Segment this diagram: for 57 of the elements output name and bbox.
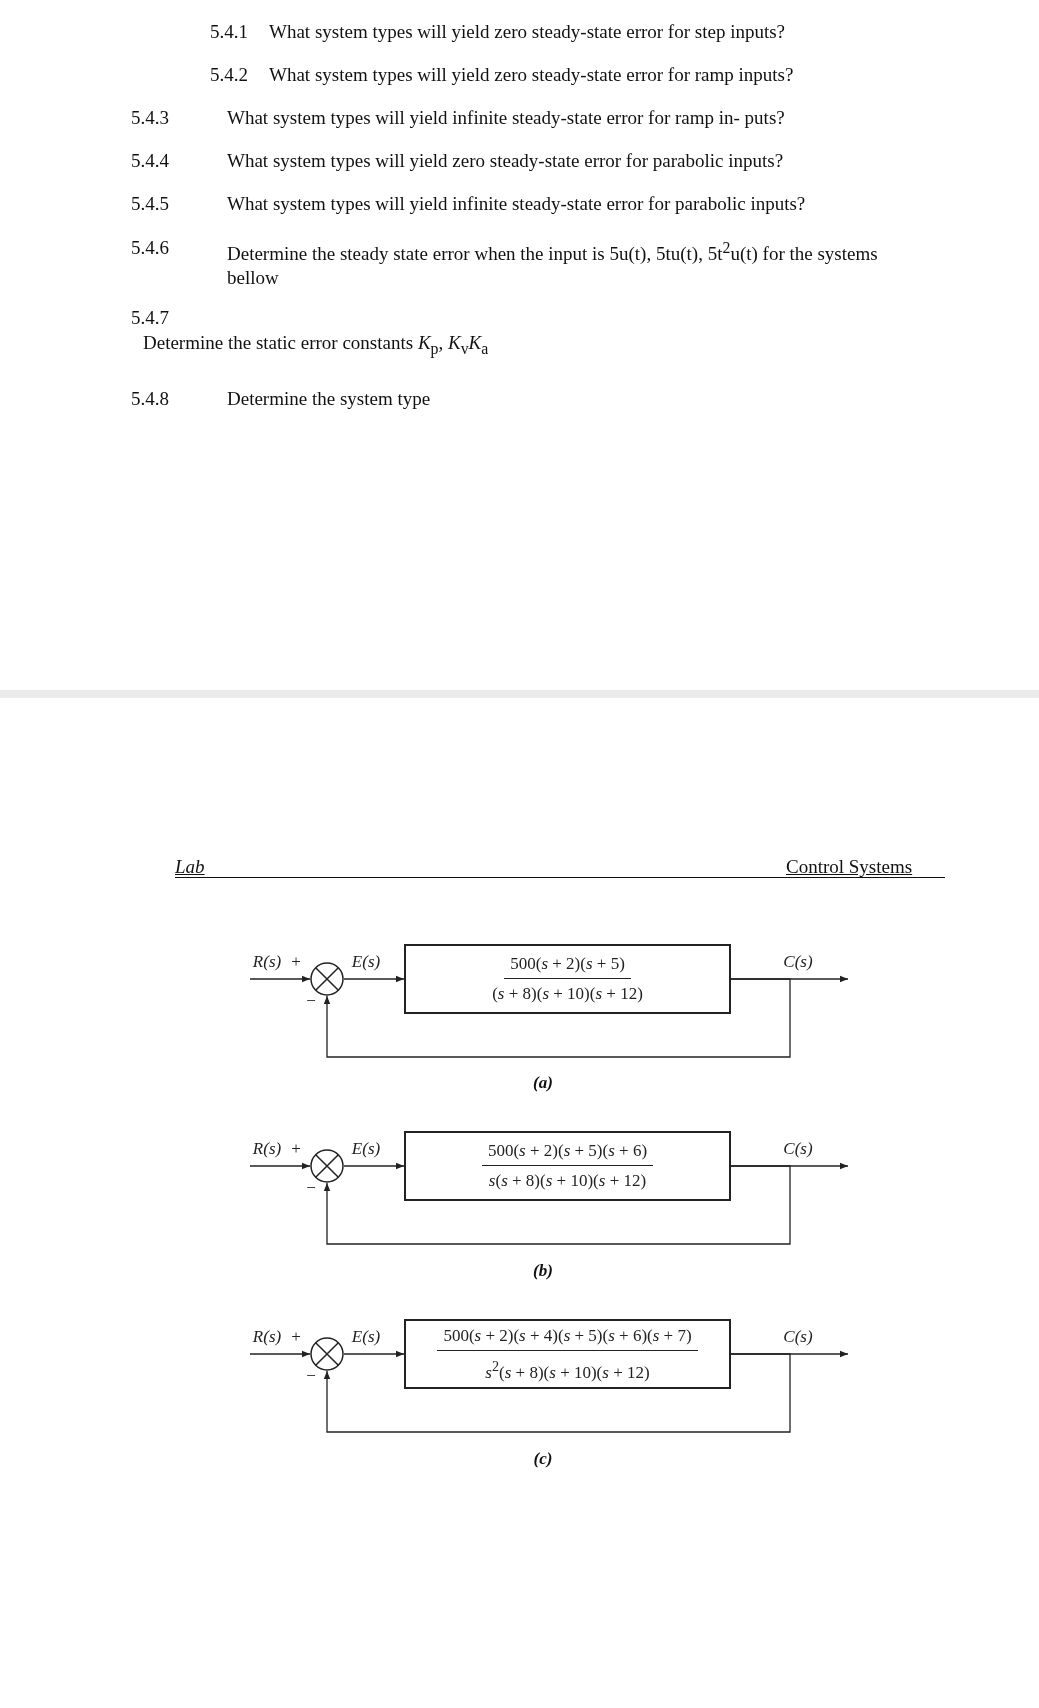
signal-label: R(s) (252, 952, 282, 972)
signal-label: E(s) (351, 952, 381, 972)
numerator: 500(s + 2)(s + 4)(s + 5)(s + 6)(s + 7) (437, 1324, 698, 1351)
question-text: Determine the system type (227, 387, 431, 411)
header-text: Control Systems (786, 855, 913, 879)
transfer-function-block (404, 1131, 731, 1201)
signal-arrow (343, 975, 405, 983)
question-number: 5.4.1 (210, 20, 248, 44)
summing-junction (310, 1337, 344, 1371)
header-text: Lab (175, 855, 205, 879)
question-number: 5.4.5 (131, 192, 169, 216)
figure-caption: (a) (533, 1072, 553, 1094)
numerator: 500(s + 2)(s + 5)(s + 6) (481, 1140, 654, 1166)
signal-label: C(s) (783, 952, 813, 972)
signal-arrow (343, 1350, 405, 1358)
question-number: 5.4.7 (131, 306, 169, 330)
numerator: 500(s + 2)(s + 5) (504, 953, 631, 979)
question-number: 5.4.2 (210, 63, 248, 87)
sign-label: + (291, 952, 301, 972)
signal-label: E(s) (351, 1327, 381, 1347)
transfer-function-block (404, 1319, 731, 1389)
signal-arrow (249, 1162, 311, 1170)
signal-label: C(s) (783, 1327, 813, 1347)
sign-label: − (306, 1366, 316, 1386)
question-number: 5.4.3 (131, 106, 169, 130)
summing-junction (310, 962, 344, 996)
feedback-arrow (323, 1165, 791, 1245)
question-text: Determine the static error constants K$_{p}$, K$_{v}$K$_{a}$ (143, 331, 489, 360)
sign-label: + (291, 1327, 301, 1347)
question-number: 5.4.8 (131, 387, 169, 411)
denominator: (s + 8)(s + 10)(s + 12) (492, 983, 643, 1005)
signal-arrow (249, 975, 311, 983)
question-text: What system types will yield zero steady-state error for ramp inputs? (269, 63, 794, 87)
summing-junction (310, 1149, 344, 1183)
denominator: s(s + 8)(s + 10)(s + 12) (488, 1170, 647, 1192)
figure-caption: (b) (533, 1260, 553, 1282)
feedback-arrow (323, 1353, 791, 1433)
question-text: What system types will yield zero steady-state error for step inputs? (269, 20, 785, 44)
denominator: s$^{2}$(s + 8)(s + 10)(s + 12) (485, 1356, 650, 1384)
question-text: What system types will yield zero steady-state error for parabolic inputs? (227, 149, 784, 173)
signal-label: R(s) (252, 1327, 282, 1347)
question-number: 5.4.4 (131, 149, 169, 173)
transfer-function-block (404, 944, 731, 1014)
sign-label: − (306, 991, 316, 1011)
signal-label: C(s) (783, 1139, 813, 1159)
question-text: What system types will yield infinite steady-state error for ramp in- puts? (227, 106, 785, 130)
question-number: 5.4.6 (131, 236, 169, 260)
question-text: Determine the steady state error when the input is 5u(t), 5tu(t), 5t$^{2}$u(t) for the systems bellow (227, 238, 879, 291)
sign-label: + (291, 1139, 301, 1159)
figure-caption: (c) (533, 1448, 553, 1470)
question-text: What system types will yield infinite steady-state error for parabolic inputs? (227, 192, 806, 216)
feedback-arrow (323, 978, 791, 1058)
sign-label: − (306, 1178, 316, 1198)
signal-arrow (343, 1162, 405, 1170)
signal-label: R(s) (252, 1139, 282, 1159)
signal-label: E(s) (351, 1139, 381, 1159)
signal-arrow (249, 1350, 311, 1358)
